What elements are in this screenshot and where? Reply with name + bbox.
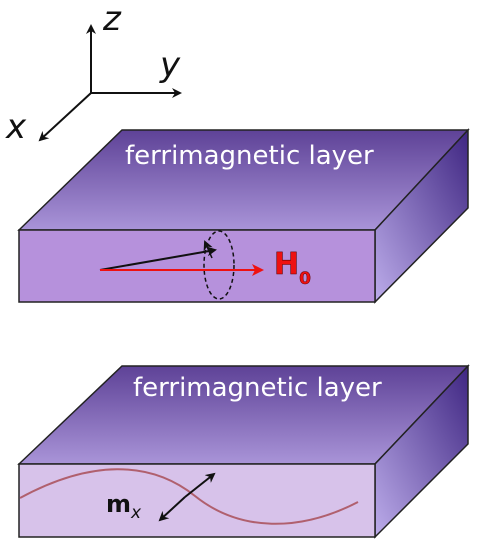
magnetization-symbol: m — [106, 490, 131, 518]
bottom-layer-label: ferrimagnetic layer — [133, 373, 382, 403]
magnetization-vector — [99, 246, 217, 271]
top-layer-block: ferrimagnetic layer H0 — [17, 128, 470, 304]
bottom-layer-front-face — [18, 463, 376, 538]
coordinate-axes: z y x — [5, 0, 182, 147]
precession-direction-arrow — [203, 240, 213, 259]
top-layer-front-face — [18, 229, 376, 303]
x-axis-arrow — [38, 92, 92, 142]
bottom-layer-block: ferrimagnetic layer mx — [17, 364, 470, 539]
top-layer-label: ferrimagnetic layer — [125, 141, 374, 171]
applied-field-label: H0 — [274, 247, 311, 289]
field-subscript: 0 — [299, 269, 311, 289]
spin-wave-curve — [19, 468, 359, 525]
magnetization-oscillation-arrow-down — [158, 496, 186, 522]
magnetization-oscillation-arrow-up — [184, 472, 216, 498]
field-symbol: H — [274, 247, 299, 282]
magnetization-component-label: mx — [106, 490, 142, 523]
y-axis-label: y — [159, 45, 181, 85]
precession-orbit — [203, 230, 235, 300]
x-axis-label: x — [5, 107, 27, 147]
z-axis-label: z — [102, 0, 122, 39]
magnetization-subscript: x — [130, 503, 142, 523]
